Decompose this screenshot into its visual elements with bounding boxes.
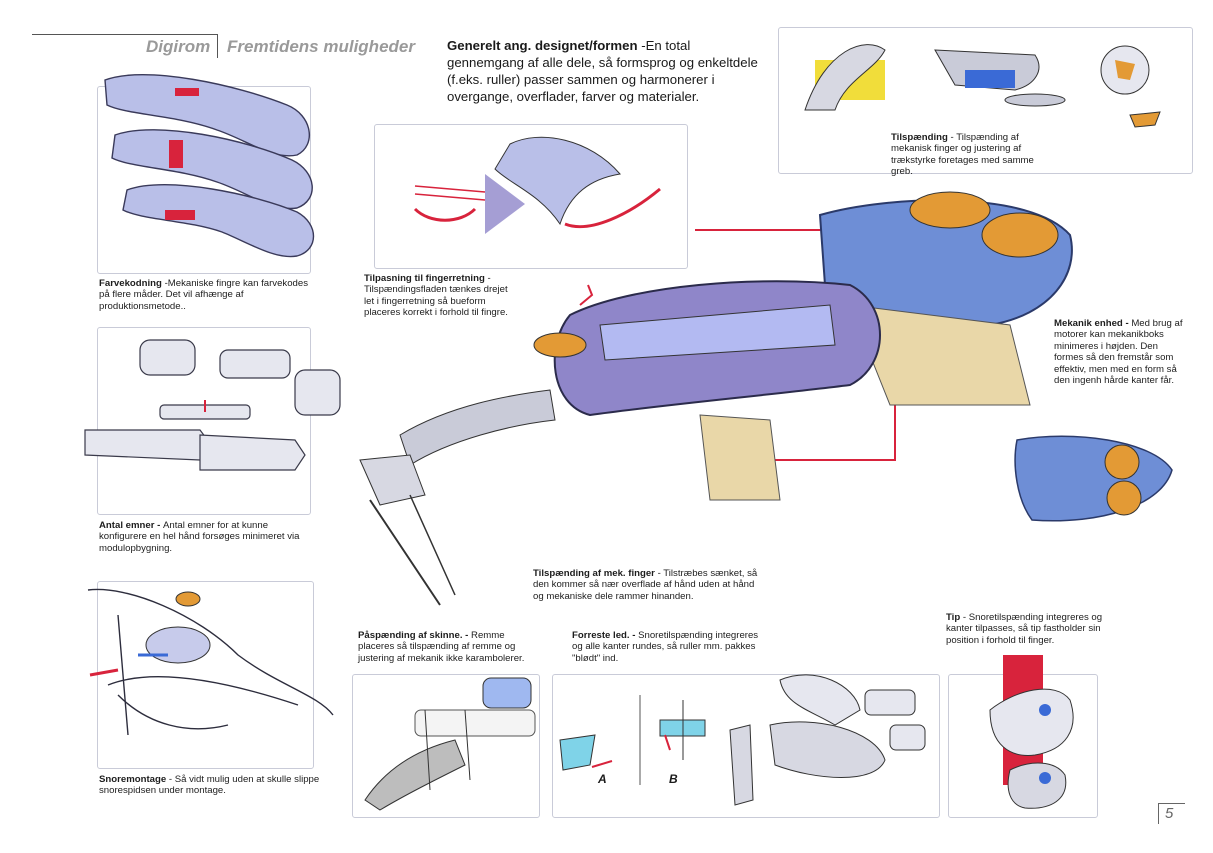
finger-direction-sketch (413, 136, 661, 234)
sketch-label-b: B (669, 772, 678, 786)
caption-antal-emner: Antal emner - Antal emner for at kunne k… (99, 520, 300, 554)
caption-farvekodning: Farvekodning -Mekaniske fingre kan farve… (99, 278, 309, 312)
intro-text: Generelt ang. designet/formen -En total … (447, 37, 765, 105)
sketch-frame-snoremontage (97, 581, 314, 769)
page-number: 5 (1165, 805, 1174, 822)
header-rule (32, 34, 218, 35)
caption-tilpasning: Tilpasning til fingerretning -Tilspændin… (364, 273, 508, 319)
strap-sketch (364, 677, 536, 811)
header-divider (217, 34, 218, 58)
caption-tip: Tip - Snoretilspænding integreres og kan… (946, 612, 1103, 646)
intro-title: Generelt ang. designet/formen (447, 38, 638, 53)
caption-tilspaending: Tilspænding - Tilspænding af mekanisk fi… (891, 132, 1034, 178)
caption-mekanik-enhed: Mekanik enhed - Med brug af motorer kan … (1054, 318, 1183, 387)
brand-title: Digirom (146, 37, 211, 56)
section-title: Fremtidens muligheder (227, 37, 415, 56)
front-joint-sketch (559, 674, 926, 806)
caption-snoremontage: Snoremontage - Så vidt mulig uden at sku… (99, 774, 320, 797)
red-marker-2 (169, 140, 183, 168)
intro-body: -En total gennemgang af alle dele, så fo… (447, 38, 758, 104)
caption-tilspaending-finger: Tilspænding af mek. finger - Tilstræbes … (533, 568, 758, 602)
sketch-label-a: A (598, 772, 607, 786)
finger-color-sketch (104, 74, 314, 258)
caption-forreste-led: Forreste led. - Snoretilspænding integre… (572, 630, 759, 664)
red-marker-1 (175, 88, 199, 96)
sketch-frame-tilpasning (374, 124, 688, 269)
fingertip-sketch (989, 655, 1074, 809)
page-number-frame (1158, 803, 1185, 824)
cord-mount-sketch (87, 588, 334, 736)
modules-sketch (84, 339, 341, 471)
red-marker-3 (165, 210, 195, 220)
caption-paspaending: Påspænding af skinne. - Remme placeres s… (358, 630, 525, 664)
mechanism-box-detail (1014, 435, 1173, 522)
main-hand-device-sketch (359, 191, 1073, 606)
tension-knob-sketch (804, 44, 1161, 128)
